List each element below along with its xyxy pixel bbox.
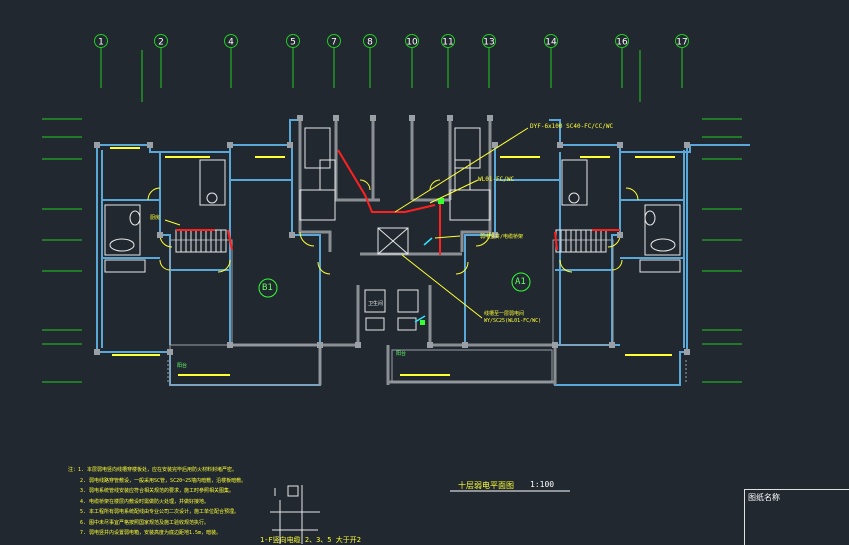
unit-label-a1: A1 [515, 277, 526, 287]
axis-label: 13 [483, 38, 494, 48]
floor-plan [94, 115, 750, 386]
note-line: 2. 弱电线路穿管敷设，一般采用SC管，SC20~25墙内暗敷，沿楼板暗敷。 [80, 477, 247, 484]
room-label-kitchen: 厨房 [150, 215, 161, 221]
note-line: 4. 电缆桥架在楼层内敷设时需做防火处理，并做好接地。 [80, 498, 210, 505]
axis-label: 10 [406, 38, 418, 48]
axis-label: 5 [290, 38, 296, 48]
note-line: 6. 图中未尽事宜严格按照国家规范及施工验收规范执行。 [80, 519, 210, 526]
drawing-title: 十层弱电平面图 [458, 481, 514, 490]
leader-lines [164, 127, 529, 319]
axis-bubble-14: 14 [544, 34, 558, 88]
weak-current-box [420, 198, 444, 325]
axis-bubble-4: 4 [224, 34, 238, 88]
note-line: 7. 弱电竖井内设置弱电箱，安装高度为底边距地1.5m，暗装。 [80, 530, 222, 536]
axis-bubble-1: 1 [94, 34, 108, 88]
axis-label: 1 [98, 38, 104, 48]
axis-bubble-16: 16 [615, 34, 629, 88]
callout-lower3: WY/SC25(WL01-FC/WC) [484, 318, 542, 324]
axis-grid: 1 2 4 5 7 8 10 11 13 14 16 17 [94, 34, 689, 88]
axis-bubble-17: 17 [675, 34, 689, 88]
callout-lower2: 线槽至一层弱电间 [484, 311, 525, 317]
axis-label: 8 [367, 38, 373, 48]
axis-label: 7 [331, 38, 337, 48]
note-line: 注：1. 本层弱电竖向线槽穿楼板处，应在安装完毕后用防火材料封堵严密。 [68, 467, 238, 473]
room-label-balcony-left: 阳台 [177, 363, 188, 369]
note-line: 3. 弱电系统管线安装应符合相关规范的要求，施工时参照相关图集。 [80, 488, 235, 494]
side-ticks [42, 118, 742, 383]
room-label-balcony-mid: 阳台 [396, 351, 407, 357]
note-line: 5. 本工程所有弱电系统配线由专业公司二次设计，施工单位配合预埋。 [80, 509, 240, 515]
title-block-label: 图纸名称 [748, 493, 780, 502]
section-label: 1-F竖向电缆 2、3、5 大于开2 [260, 536, 361, 544]
axis-label: 2 [158, 38, 164, 48]
axis-label: 11 [442, 38, 453, 48]
axis-bubble-13: 13 [482, 34, 496, 88]
title-block: 图纸名称 [744, 489, 849, 545]
guide-lines [141, 50, 641, 102]
axis-label: 4 [228, 38, 234, 48]
drawing-scale: 1:100 [530, 480, 555, 489]
callout-mid: WL01-FC/WC [478, 176, 515, 183]
axis-label: 14 [545, 38, 557, 48]
axis-bubble-7: 7 [327, 34, 341, 88]
axis-bubble-11: 11 [441, 34, 455, 88]
unit-label-b1: B1 [262, 283, 273, 293]
axis-bubble-10: 10 [405, 34, 419, 88]
axis-bubble-2: 2 [154, 34, 168, 88]
axis-label: 17 [676, 38, 687, 48]
axis-label: 16 [616, 38, 628, 48]
cable-tray-route [176, 149, 620, 255]
axis-bubble-5: 5 [286, 34, 300, 88]
axis-bubble-8: 8 [363, 34, 377, 88]
room-label-bath: 卫生间 [368, 301, 384, 307]
section-detail [270, 485, 320, 544]
callout-top: DYF-6x100 SC40-FC/CC/WC [530, 123, 614, 130]
general-notes: 注：1. 本层弱电竖向线槽穿楼板处，应在安装完毕后用防火材料封堵严密。 2. 弱电… [68, 466, 268, 544]
callout-lower1: 弱电竖井/电缆桥架 [480, 234, 524, 240]
